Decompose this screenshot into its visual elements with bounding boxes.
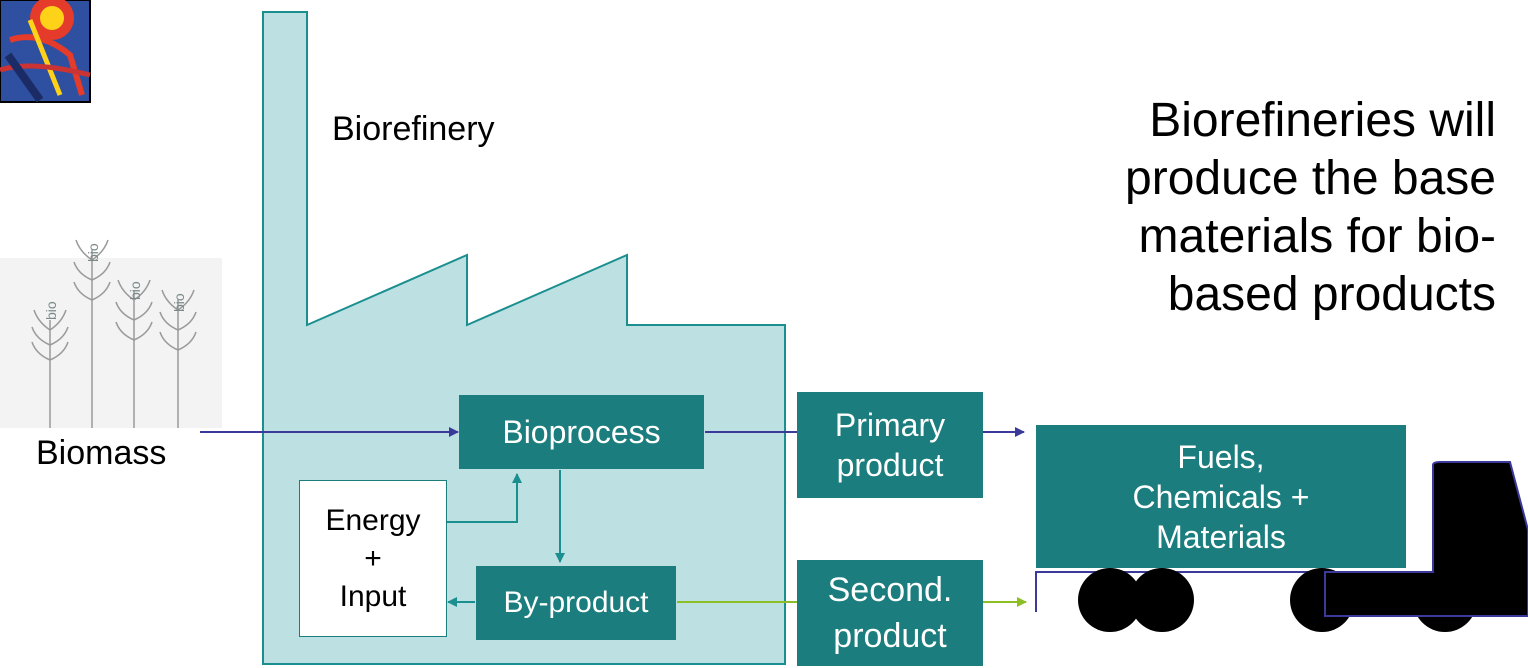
energy-input-box: Energy + Input [299, 480, 447, 637]
crop-label-2: bio [85, 243, 101, 262]
truck-wheel-1 [1078, 568, 1142, 632]
energy-label: Energy [325, 503, 421, 537]
primary-product-box: Primary product [797, 392, 983, 498]
second-product-box: Second. product [797, 560, 983, 666]
cargo-line-3: Materials [1156, 518, 1286, 555]
second-label: Second. [827, 571, 953, 609]
truck-wheel-2 [1130, 568, 1194, 632]
byproduct-box: By-product [476, 566, 676, 640]
truck-chassis-line [1035, 571, 1440, 612]
arrow-energy-to-bioprocess [433, 473, 522, 523]
factory-label: Biorefinery [332, 110, 495, 148]
truck-cargo-box: Fuels, Chemicals + Materials [1036, 425, 1406, 568]
plus-label: + [364, 541, 382, 575]
crop-label-1: bio [43, 301, 59, 320]
crop-labels: bio bio bio bio [43, 243, 187, 320]
truck-cab [1324, 461, 1528, 617]
biomass-label: Biomass [36, 434, 167, 472]
second-product-label: product [833, 617, 947, 655]
biomass-plants [0, 239, 222, 428]
crop-label-3: bio [127, 281, 143, 300]
primary-label: Primary [834, 407, 946, 443]
primary-product-label: product [836, 447, 944, 483]
cargo-line-2: Chemicals + [1132, 478, 1310, 515]
logo-image [0, 0, 91, 103]
headline-line-4: based products [1167, 268, 1496, 321]
truck [1035, 461, 1528, 632]
byproduct-label: By-product [503, 586, 649, 619]
headline-line-1: Biorefineries will [1149, 94, 1496, 147]
headline-line-2: produce the base [1125, 152, 1496, 205]
input-label: Input [339, 579, 407, 613]
headline-text: Biorefineries will produce the base mate… [1026, 92, 1496, 324]
cargo-line-1: Fuels, [1177, 438, 1265, 475]
headline-line-3: materials for bio- [1138, 210, 1496, 263]
bioprocess-box: Bioprocess [459, 395, 704, 469]
bioprocess-label: Bioprocess [502, 413, 661, 450]
crop-label-4: bio [171, 293, 187, 312]
